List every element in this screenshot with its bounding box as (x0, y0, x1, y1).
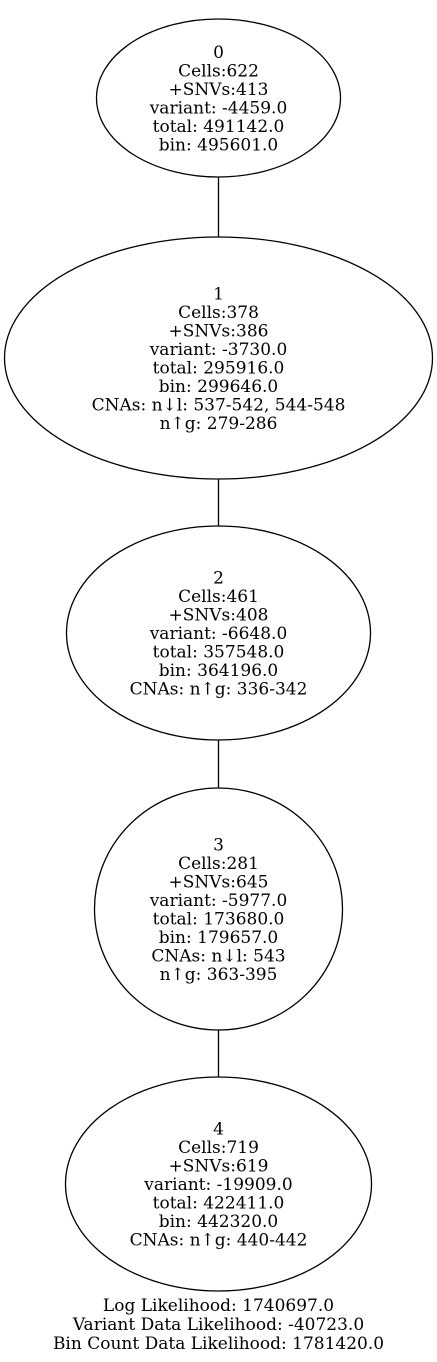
node-info-line: +SNVs:413 (169, 80, 269, 100)
node-info-line: CNAs: n↓l: 537-542, 544-548 (92, 395, 346, 415)
node-info-line: total: 422411.0 (153, 1194, 285, 1214)
node-info-line: total: 357548.0 (153, 643, 285, 663)
node-info-line: +SNVs:619 (169, 1157, 269, 1177)
node-ellipse (64, 1076, 373, 1292)
node-info-line: CNAs: n↓l: 543 (151, 946, 285, 966)
node-ellipse (65, 525, 372, 741)
node-info-line: Cells:461 (178, 587, 259, 607)
node-info-line: +SNVs:386 (169, 321, 269, 341)
node-info-line: total: 295916.0 (153, 358, 285, 378)
node-info-line: +SNVs:408 (169, 606, 269, 626)
node-info-line: CNAs: n↑g: 336-342 (130, 680, 308, 700)
node-label: 1 (213, 284, 224, 304)
node-info-line: Cells:378 (178, 303, 259, 323)
node-info-line: bin: 364196.0 (159, 661, 279, 681)
node-info-line: variant: -5977.0 (149, 891, 288, 911)
variant-data-likelihood: Variant Data Likelihood: -40723.0 (72, 1315, 364, 1335)
node-info-line: total: 491142.0 (153, 117, 285, 137)
node-info-line: variant: -19909.0 (143, 1175, 292, 1195)
node-ellipse (93, 787, 344, 1031)
node-info-line: Cells:281 (178, 854, 259, 874)
node-ellipse (95, 18, 342, 178)
node-info-line: Cells:719 (178, 1138, 259, 1158)
node-info-line: bin: 442320.0 (159, 1212, 279, 1232)
node-info-line: variant: -3730.0 (149, 340, 288, 360)
node-info-line: total: 173680.0 (153, 909, 285, 929)
log-likelihood: Log Likelihood: 1740697.0 (103, 1296, 334, 1316)
bin-count-data-likelihood: Bin Count Data Likelihood: 1781420.0 (53, 1334, 384, 1354)
node-label: 0 (213, 43, 224, 63)
node-info-line: n↑g: 279-286 (160, 414, 278, 434)
node-info-line: variant: -6648.0 (149, 624, 288, 644)
node-info-line: Cells:622 (178, 61, 259, 81)
node-label: 2 (213, 569, 224, 589)
node-info-line: bin: 299646.0 (159, 377, 279, 397)
node-label: 4 (213, 1120, 224, 1140)
node-info-line: n↑g: 363-395 (160, 965, 278, 985)
node-label: 3 (213, 835, 224, 855)
likelihood-footer: Log Likelihood: 1740697.0 Variant Data L… (53, 1296, 384, 1354)
node-info-line: CNAs: n↑g: 440-442 (130, 1231, 308, 1251)
node-ellipse (3, 236, 434, 480)
node-info-line: bin: 495601.0 (159, 135, 279, 155)
node-info-line: bin: 179657.0 (159, 928, 279, 948)
node-info-line: +SNVs:645 (169, 872, 269, 892)
node-info-line: variant: -4459.0 (149, 98, 288, 118)
